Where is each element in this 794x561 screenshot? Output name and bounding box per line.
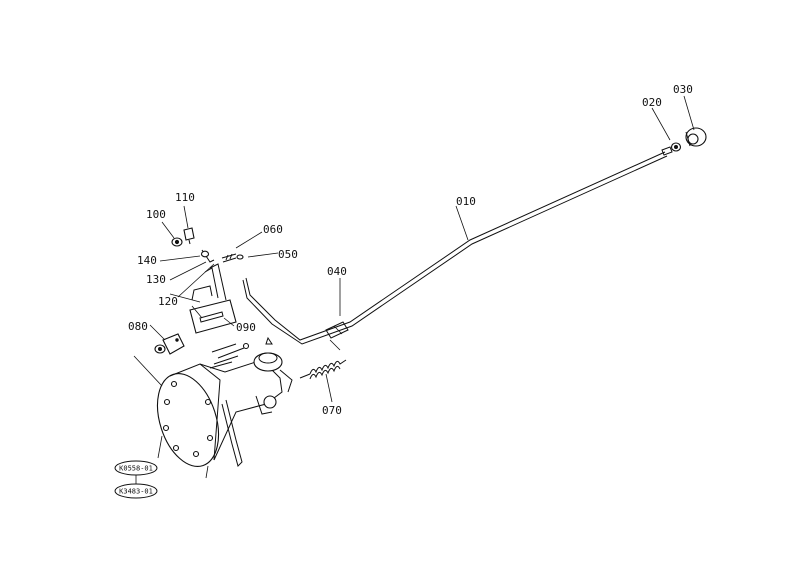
governor-housing	[156, 336, 293, 468]
reference-tags: K0558-01 K3483-01	[114, 460, 158, 499]
label-080: 080	[128, 320, 148, 333]
reference-k3483: K3483-01	[119, 488, 153, 496]
label-010: 010	[456, 195, 476, 208]
label-130: 130	[146, 273, 166, 286]
label-040: 040	[327, 265, 347, 278]
label-020: 020	[642, 96, 662, 109]
label-110: 110	[175, 191, 195, 204]
label-050: 050	[278, 248, 298, 261]
screw-parts	[171, 227, 210, 258]
lever	[154, 333, 185, 355]
bracket-plate	[189, 249, 237, 334]
label-120: 120	[158, 295, 178, 308]
part-labels: 010 020 030 040 050 060 070 080 090 100 …	[128, 83, 693, 417]
knob-assembly	[670, 127, 707, 152]
label-140: 140	[137, 254, 157, 267]
label-030: 030	[673, 83, 693, 96]
label-070: 070	[322, 404, 342, 417]
pin	[221, 253, 244, 263]
spring	[299, 359, 347, 380]
label-060: 060	[263, 223, 283, 236]
label-100: 100	[146, 208, 166, 221]
label-090: 090	[236, 321, 256, 334]
leader-lines	[133, 95, 695, 479]
reference-k0558: K0558-01	[119, 465, 153, 473]
throttle-rod	[242, 146, 673, 351]
